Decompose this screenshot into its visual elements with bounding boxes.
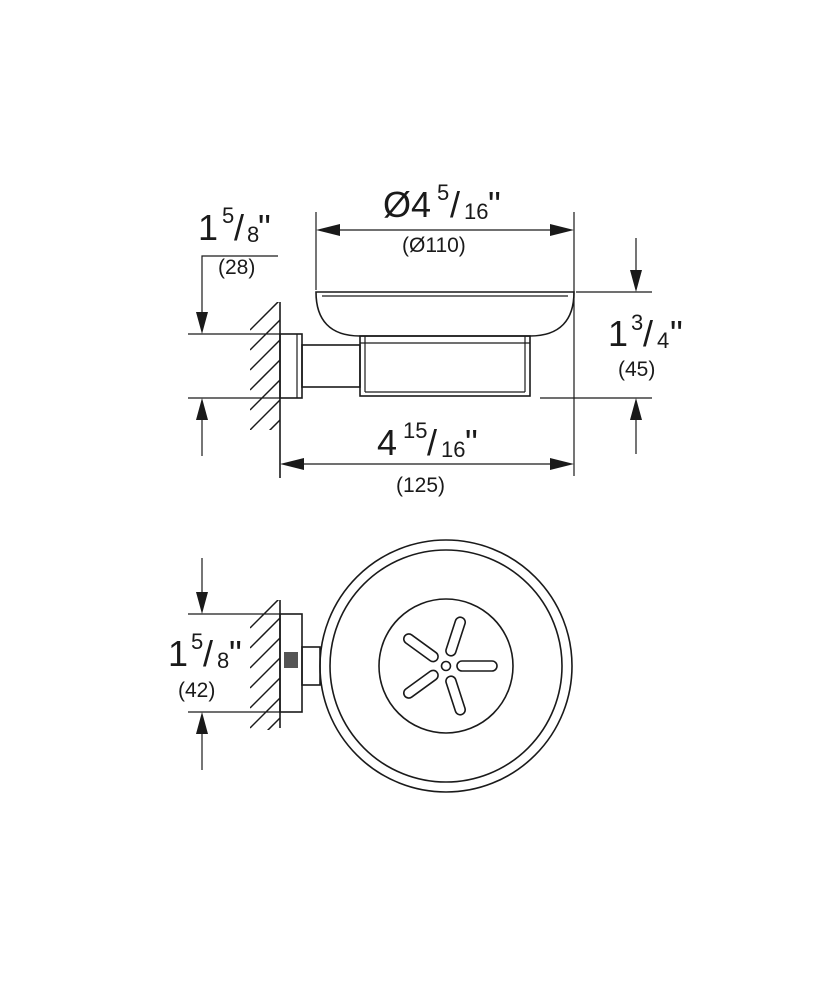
soap-dish-bowl [315,291,575,337]
drain-slots [402,616,498,716]
svg-text:/: / [450,184,460,225]
support-arm-top [301,646,321,686]
support-arm [301,344,361,388]
wall-hatching-side [250,302,280,430]
depth-dimension: 4 15 / 16 " (125) [280,418,574,497]
soap-dish-base [378,598,514,734]
mount-width-unit: " [229,633,242,674]
height-whole: 1 [608,313,628,354]
height-unit: " [670,313,683,354]
svg-text:/: / [643,313,653,354]
height-metric: (45) [618,358,655,381]
depth-metric: (125) [396,474,445,497]
wall-offset-den: 8 [247,222,259,247]
height-num: 3 [631,310,643,335]
depth-whole: 4 [377,422,397,463]
depth-unit: " [465,422,478,463]
wall-hatching-top [250,600,280,730]
holder-ring [359,335,531,397]
svg-text:/: / [234,207,244,248]
diameter-num: 5 [437,180,449,205]
mount-width-whole: 1 [168,633,188,674]
diameter-whole: 4 [411,184,431,225]
mount-width-metric: (42) [178,679,215,702]
diameter-unit: " [488,184,501,225]
depth-den: 16 [441,437,465,462]
svg-text:Ø4: Ø4 [383,184,431,225]
mount-width-den: 8 [217,648,229,673]
depth-num: 15 [403,418,427,443]
top-view: 1 5 / 8 " (42) [168,539,573,793]
wall-offset-metric: (28) [218,256,255,279]
wall-flange [279,333,303,399]
holder-ring-top [319,539,573,793]
height-dimension: 1 3 / 4 " (45) [540,238,683,454]
diameter-metric: (Ø110) [402,234,466,257]
drain-hole [440,660,452,672]
wall-offset-whole: 1 [198,207,218,248]
side-view: Ø4 5 / 16 " (Ø110) 1 5 / 8 " (28) [188,180,683,497]
diameter-symbol: Ø [383,184,411,225]
wall-offset-num: 5 [222,203,234,228]
wall-offset-unit: " [258,207,271,248]
svg-text:/: / [203,633,213,674]
soap-dish-rim [329,549,563,783]
svg-text:/: / [427,422,437,463]
set-screw [284,652,298,668]
mount-width-num: 5 [191,629,203,654]
diameter-den: 16 [464,199,488,224]
wall-offset-dimension: 1 5 / 8 " (28) [188,203,280,456]
height-den: 4 [657,328,669,353]
diameter-dimension: Ø4 5 / 16 " (Ø110) [315,180,575,476]
mount-width-dimension: 1 5 / 8 " (42) [168,558,280,770]
